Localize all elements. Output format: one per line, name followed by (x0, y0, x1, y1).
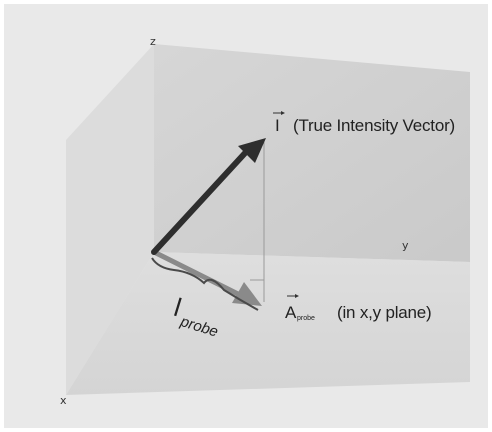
intensity-vector-label: I (True Intensity Vector) (273, 111, 455, 135)
yz-plane (154, 44, 470, 262)
probe-description: (in x,y plane) (337, 303, 432, 322)
xz-plane (66, 44, 154, 395)
y-axis-label: y (402, 239, 409, 252)
probe-vector-label: A probe (in x,y plane) (285, 294, 432, 322)
probe-symbol-arrow-tip (295, 294, 299, 298)
x-axis-label: x (60, 394, 67, 407)
z-axis-label: z (150, 35, 156, 48)
intensity-description: (True Intensity Vector) (293, 116, 455, 135)
probe-subscript: probe (297, 315, 315, 322)
projection-length-brace (151, 257, 259, 311)
xy-floor-plane (66, 252, 470, 395)
intensity-vector-arrowhead (238, 138, 266, 163)
intensity-symbol-arrow-tip (281, 111, 285, 115)
probe-vector-shaft (151, 249, 241, 297)
intensity-symbol: I (275, 116, 280, 135)
probe-symbol: A (285, 303, 297, 322)
intensity-vector-shaft (151, 149, 249, 255)
